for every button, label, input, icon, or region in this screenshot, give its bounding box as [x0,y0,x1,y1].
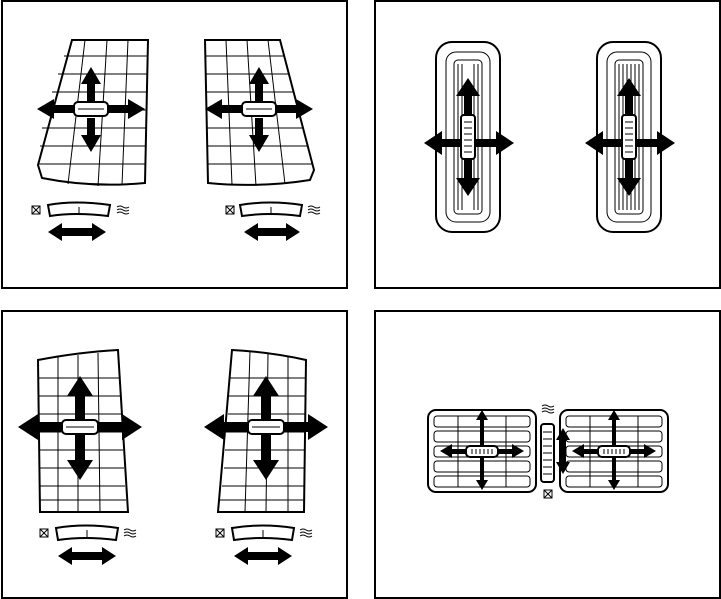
airflow-icon [542,405,554,413]
arrow-left-icon [205,99,242,119]
airflow-icon [308,206,320,214]
arrow-down-icon [608,457,620,490]
double-arrow-icon [58,547,116,565]
arrow-up-icon [456,78,480,115]
vent-left-p2 [436,42,500,232]
arrow-up-icon [253,376,279,420]
thumbwheel-p1-right [240,203,302,217]
thumbwheel-p3-left [56,526,118,541]
thumbwheel-p1-left [48,203,110,217]
closed-icon [40,529,48,537]
double-arrow-icon [48,223,106,241]
arrow-up-icon [617,78,641,115]
thumbwheel-p3-right [232,526,294,541]
arrow-left-icon [585,131,622,155]
double-arrow-icon [234,547,292,565]
vent-right-p2 [597,42,661,232]
arrow-up-icon [249,67,269,101]
arrow-up-icon [67,376,93,420]
closed-icon [32,206,40,214]
arrow-right-icon [98,414,142,440]
arrow-right-icon [475,131,514,155]
arrow-left-icon [424,131,461,155]
arrow-right-icon [108,99,145,119]
arrow-up-icon [608,410,620,446]
arrow-down-icon [617,159,641,196]
arrow-right-icon [636,131,675,155]
arrow-down-icon [67,434,93,480]
arrow-up-icon [476,410,488,446]
closed-icon [544,490,552,498]
arrow-down-icon [253,434,279,480]
airflow-icon [124,529,136,537]
double-arrow-icon [244,223,300,241]
vertical-double-arrow-icon [556,428,570,474]
airflow-icon [300,529,312,537]
arrow-down-icon [476,457,488,490]
arrow-down-icon [456,159,480,196]
center-thumbwheel-p4 [541,424,554,482]
airflow-icon [117,206,129,214]
arrow-up-icon [81,67,101,101]
closed-icon [216,529,224,537]
arrow-down-icon [81,118,101,152]
arrow-right-icon [276,99,313,119]
closed-icon [226,206,234,214]
